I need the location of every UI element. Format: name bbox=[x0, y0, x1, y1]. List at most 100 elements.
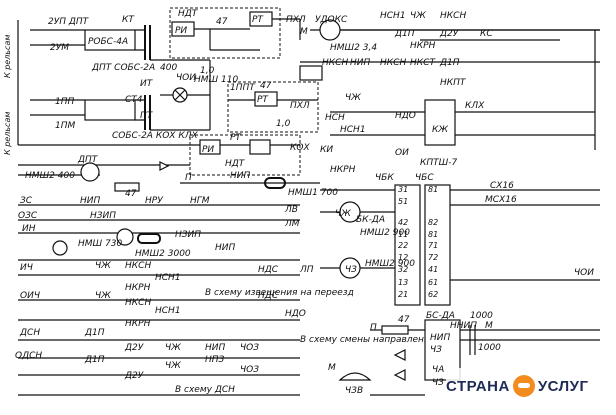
label-ngm: НГМ bbox=[190, 196, 210, 206]
bell-ch3v bbox=[338, 372, 372, 381]
label-nmsh2-900b: НМШ2 900 bbox=[365, 259, 415, 269]
label-nmsh2-34: НМШ2 3,4 bbox=[330, 43, 377, 53]
relay-ri-3 bbox=[199, 139, 221, 155]
label-nksn-5: НКСН bbox=[125, 298, 151, 308]
label-ipm: 1ПМ bbox=[55, 121, 75, 131]
label-dsn: ДСН bbox=[19, 328, 40, 338]
label-nkrn-3: НКРН bbox=[330, 165, 356, 175]
label-nmsh-110: НМШ 110 bbox=[194, 75, 238, 85]
label-lp: ЛП bbox=[299, 265, 314, 275]
label-nmsh2-400: НМШ2 400 bbox=[25, 171, 75, 181]
logo-text-left: СТРАНА bbox=[446, 377, 510, 395]
label-nksn-4: НКСН bbox=[125, 261, 151, 271]
relay-kptsh bbox=[424, 99, 456, 146]
label-chzh-3: ЧЖ bbox=[95, 261, 111, 271]
label-phl: ПХЛ bbox=[286, 15, 306, 25]
label-zs: ЗС bbox=[20, 196, 33, 206]
label-d1p-3: Д1П bbox=[84, 328, 105, 338]
bottom-right-circuit bbox=[338, 319, 600, 396]
label-lv: ЛВ bbox=[284, 205, 298, 215]
pin-12: 12 bbox=[398, 253, 408, 262]
label-ks: КС bbox=[480, 29, 493, 39]
label-d2u-2: Д2У bbox=[124, 343, 144, 353]
label-nds: НДС bbox=[258, 265, 279, 275]
pin-41: 41 bbox=[428, 265, 438, 274]
label-odsn: ОДСН bbox=[15, 351, 42, 361]
label-robs-4a: РОБС-4А bbox=[88, 37, 128, 47]
diode-2 bbox=[393, 349, 406, 361]
label-it: ИТ bbox=[140, 79, 154, 89]
relay-chbk bbox=[394, 184, 421, 306]
label-nmsh2-900: НМШ2 900 bbox=[360, 228, 410, 238]
label-nzip-2: НЗИП bbox=[175, 230, 201, 240]
label-ri-3: РИ bbox=[202, 145, 214, 155]
label-dpt-3: ДПТ bbox=[77, 155, 99, 165]
label-rt-2: РТ bbox=[257, 95, 269, 105]
pin-81: 81 bbox=[428, 185, 438, 194]
label-nmsh1-700: НМШ1 700 bbox=[288, 188, 338, 198]
label-zup-dpt: 2УП ДПТ bbox=[48, 17, 90, 27]
label-ri-top: РИ bbox=[175, 26, 187, 36]
sobs-koh-section bbox=[18, 134, 301, 176]
label-nsn1-2: НСН1 bbox=[340, 125, 366, 135]
label-nry: НРУ bbox=[145, 196, 163, 206]
label-kzh: КЖ bbox=[432, 125, 448, 135]
label-k-relsam-top: К рельсам bbox=[3, 35, 12, 78]
label-v-sheme-smeny: В схему смены направления bbox=[300, 335, 436, 345]
label-d1p-4: Д1П bbox=[84, 355, 105, 365]
label-ndo-2: НДО bbox=[285, 309, 306, 319]
label-nip-2: НИП bbox=[350, 58, 371, 68]
label-chzh-2: ЧЖ bbox=[345, 93, 361, 103]
logo-text-right: УСЛУГ bbox=[537, 377, 589, 395]
relay-nmsh2-3000 bbox=[137, 233, 161, 244]
label-rt-3: РТ bbox=[230, 133, 242, 143]
pin-61: 61 bbox=[428, 278, 438, 287]
label-c1000b: 1000 bbox=[478, 343, 501, 353]
pin-21: 21 bbox=[398, 290, 408, 299]
label-zum: 2УМ bbox=[50, 43, 69, 53]
label-nsn-2: НСН bbox=[325, 113, 345, 123]
robs-transformer-top bbox=[84, 29, 136, 51]
label-ch3: ЧЗ bbox=[345, 265, 357, 275]
label-m-2: М bbox=[485, 321, 493, 331]
diode-1 bbox=[159, 161, 170, 171]
label-v-sheme-izv: В схему извещения на переезд bbox=[205, 288, 354, 298]
handshake-icon bbox=[512, 375, 535, 397]
label-r47-2: 47 bbox=[260, 81, 272, 91]
label-nsn1-top: НСН1 bbox=[380, 11, 406, 21]
label-nkrn-4: НКРН bbox=[125, 283, 151, 293]
label-dpt-sobs: ДПТ СОБС-2А bbox=[91, 63, 155, 73]
label-cap-10: 1,0 bbox=[200, 66, 215, 76]
label-chzh-4: ЧЖ bbox=[95, 291, 111, 301]
indicator-in bbox=[52, 240, 68, 256]
label-kptsh: КПТШ-7 bbox=[420, 158, 458, 168]
label-ndt-top: НДТ bbox=[178, 9, 199, 19]
relay-rt-4 bbox=[249, 139, 271, 155]
label-d2u-top: Д2У bbox=[439, 29, 459, 39]
left-bus-rows bbox=[18, 204, 300, 396]
label-chbs: ЧБС bbox=[415, 173, 434, 183]
relay-block-top bbox=[169, 7, 301, 59]
relay-nmsh-730 bbox=[116, 228, 134, 246]
pin-31: 31 bbox=[398, 185, 408, 194]
label-sx16: СХ16 bbox=[490, 181, 514, 191]
label-ich: ИЧ bbox=[20, 263, 33, 273]
label-chzh-5: ЧЖ bbox=[165, 343, 181, 353]
relay-rt-3 bbox=[299, 65, 323, 81]
label-nip-4: НИП bbox=[80, 196, 101, 206]
pin-32: 32 bbox=[398, 265, 408, 274]
label-oich: ОИЧ bbox=[20, 291, 40, 301]
label-pt: ПТ bbox=[140, 111, 154, 121]
watermark-logo: СТРАНА УСЛУГ bbox=[446, 368, 616, 404]
label-sobs-koh: СОБС-2А КОХ КЛХ bbox=[112, 131, 198, 141]
relay-nmsh2-400 bbox=[80, 162, 100, 182]
label-msx16: МСХ16 bbox=[485, 195, 517, 205]
nmsh-row bbox=[18, 162, 320, 192]
label-p-1: П bbox=[185, 173, 192, 183]
label-ipp: 1ПП bbox=[55, 97, 74, 107]
label-nksn-top: НКСН bbox=[440, 11, 466, 21]
resistor-47b bbox=[381, 325, 409, 335]
label-p-2: П bbox=[370, 323, 377, 333]
label-chdz: ЧОЗ bbox=[240, 343, 259, 353]
